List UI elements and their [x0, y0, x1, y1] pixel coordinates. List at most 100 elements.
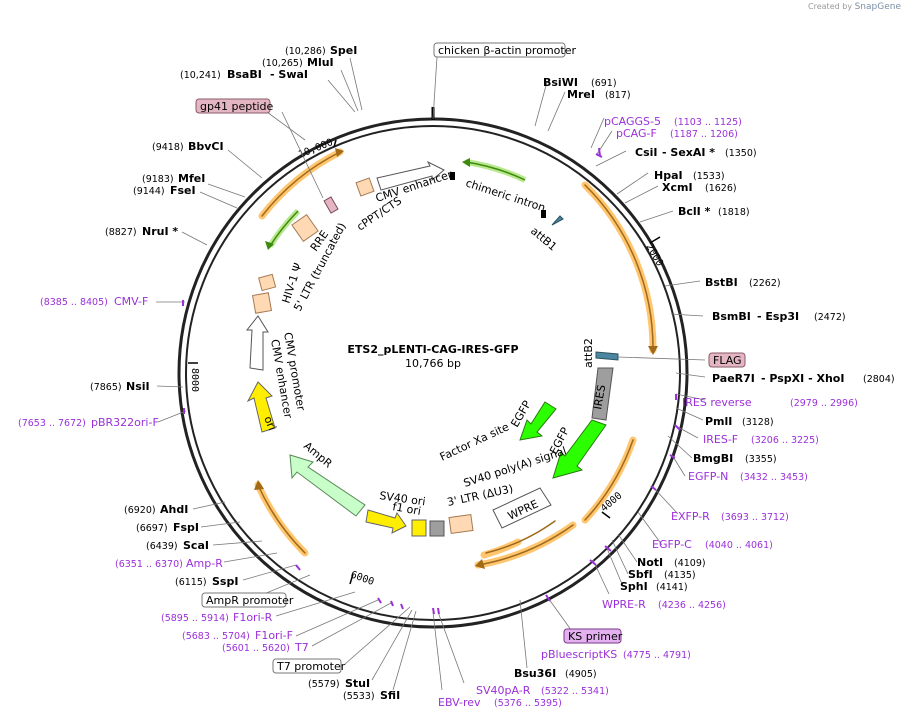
- enzyme-sexai: - SexAI *: [662, 146, 715, 159]
- enzyme-fsei: FseI: [170, 184, 196, 197]
- primer-pbr322-pos: (7653 .. 7672): [18, 418, 86, 429]
- enzyme-esp3i: - Esp3I: [757, 310, 799, 323]
- primer-pcagf-pos: (1187 .. 1206): [670, 129, 738, 140]
- primer-sv40par-pos: (5322 .. 5341): [541, 686, 609, 697]
- ampr-arrow: [289, 454, 366, 517]
- ltr5-box: [251, 292, 273, 314]
- primer-ires-reverse-pos: (2979 .. 2996): [790, 398, 858, 409]
- tick-label-8000: 8000: [189, 368, 200, 392]
- enzyme-hpai-pos: (1533): [693, 171, 725, 182]
- enzyme-xcmi: XcmI: [662, 181, 693, 194]
- cppt-box: [355, 177, 375, 197]
- svg-text:KS primer: KS primer: [568, 630, 623, 643]
- orange-arc-lowleft: [257, 484, 306, 554]
- enzyme-mrei: MreI: [567, 88, 595, 101]
- primer-ebvrev: EBV-rev: [438, 696, 481, 709]
- orange-arc-topleft-head: [335, 148, 344, 157]
- orange-arc-lowright: [584, 439, 634, 521]
- enzyme-mlui-pos: (10,265): [262, 58, 303, 69]
- enzyme-paer7i-pos: (2804): [863, 374, 895, 385]
- enzyme-sspi: SspI: [212, 575, 238, 588]
- enzyme-noti-pos: (4109): [674, 558, 706, 569]
- enzyme-bsmbi-pos: (2472): [814, 312, 846, 323]
- tick-8000: 8000: [188, 362, 200, 392]
- enzyme-bbvci: BbvCI: [188, 140, 224, 153]
- primer-egfpc: EGFP-C: [652, 538, 692, 551]
- gp41-marker: [323, 196, 339, 214]
- primer-f1orir-pos: (5895 .. 5914): [161, 613, 229, 624]
- enzyme-fspi-pos: (6697): [136, 523, 168, 534]
- tick-6000: 6000: [349, 569, 375, 588]
- t7-promoter-label: T7 promoter: [272, 658, 346, 674]
- orange-arc-inner: [485, 520, 556, 554]
- enzyme-bbvci-pos: (9418): [152, 142, 184, 153]
- primer-egfpn: EGFP-N: [688, 470, 728, 483]
- chicken-actin-label: chicken β-actin promoter: [433, 42, 576, 58]
- primer-t7-pos: (5601 .. 5620): [222, 643, 290, 654]
- enzyme-labels-right: BsiWI (691) MreI (817) CsiI - SexAI * (1…: [514, 76, 895, 680]
- primer-pbr322: pBR322ori-F: [91, 416, 159, 429]
- orange-arc-right: [584, 184, 654, 351]
- primer-pbluescriptks: pBluescriptKS: [541, 648, 617, 661]
- enzyme-bmgbi: BmgBI: [693, 452, 733, 465]
- chimeric-intron-label: chimeric intron: [464, 176, 547, 214]
- primer-egfpn-pos: (3432 .. 3453): [740, 472, 808, 483]
- enzyme-nrui-pos: (8827): [105, 227, 137, 238]
- enzyme-bcli: BclI *: [678, 205, 711, 218]
- watermark-prefix: Created by: [808, 2, 853, 11]
- enzyme-sspi-pos: (6115): [175, 577, 207, 588]
- plasmid-name: ETS2_pLENTI-CAG-IRES-GFP: [347, 343, 518, 356]
- sv40-polya-label: SV40 poly(A) signal: [462, 444, 568, 490]
- enzyme-bsiwi-pos: (691): [591, 78, 617, 89]
- enzyme-xcmi-pos: (1626): [705, 183, 737, 194]
- watermark-brand: SnapGene: [854, 2, 901, 12]
- enzyme-mfei: MfeI: [178, 172, 205, 185]
- enzyme-scai: ScaI: [183, 539, 209, 552]
- ori-label: ori: [261, 414, 278, 432]
- primer-t7: T7: [294, 641, 309, 654]
- orange-arc-bottom-head: [475, 559, 485, 569]
- enzyme-stui: StuI: [345, 677, 370, 690]
- primer-ampr-pos: (6351 .. 6370): [115, 559, 183, 570]
- enzyme-sphi: SphI: [620, 580, 648, 593]
- enzyme-fsei-pos: (9144): [133, 186, 165, 197]
- flag-label: FLAG: [708, 352, 746, 368]
- tick-label-6000: 6000: [349, 569, 375, 588]
- cmv-left-arrow: [245, 315, 269, 371]
- primer-egfpc-pos: (4040 .. 4061): [705, 540, 773, 551]
- primer-pcaggs5-pos: (1103 .. 1125): [674, 117, 742, 128]
- wpre-box: [492, 487, 552, 529]
- enzyme-pmli-pos: (3128): [742, 417, 774, 428]
- primer-f1orir: F1ori-R: [233, 611, 273, 624]
- primer-iresf-pos: (3206 .. 3225): [751, 435, 819, 446]
- sv40-ori-label: SV40 ori: [379, 489, 427, 508]
- primer-sv40par: SV40pA-R: [476, 684, 531, 697]
- primer-iresf: IRES-F: [703, 433, 738, 446]
- enzyme-fspi: FspI: [173, 521, 199, 534]
- enzyme-csii-pos: (1350): [725, 148, 757, 159]
- attb1-label: attB1: [528, 224, 559, 253]
- enzyme-nsii-pos: (7865): [90, 382, 122, 393]
- factor-xa-label: Factor Xa site: [438, 420, 512, 463]
- green-arcs: [265, 158, 527, 250]
- enzyme-paer7i: PaeR7I: [712, 372, 755, 385]
- svg-text:gp41 peptide: gp41 peptide: [200, 100, 274, 113]
- enzyme-bsu36i: Bsu36I: [514, 667, 556, 680]
- ori-arrow: [246, 381, 276, 433]
- enzyme-stui-pos: (5579): [308, 679, 340, 690]
- svg-text:AmpR promoter: AmpR promoter: [206, 594, 294, 607]
- primer-ampr: Amp-R: [186, 557, 223, 570]
- orange-arc-bottom: [477, 524, 574, 566]
- ires-label: IRES: [591, 384, 608, 411]
- ltr3-box: [448, 513, 474, 535]
- primer-ticks: [182, 147, 681, 615]
- ks-primer-label: KS primer: [563, 628, 623, 644]
- svg-text:chicken β-actin promoter: chicken β-actin promoter: [438, 44, 576, 57]
- enzyme-bcli-pos: (1818): [718, 207, 750, 218]
- enzyme-bsabi-pos: (10,241): [180, 70, 221, 81]
- enzyme-labels-left: (10,286) SpeI (10,265) MluI (10,241) Bsa…: [90, 44, 400, 702]
- sv40-polya-box: [429, 520, 445, 537]
- enzyme-ahdi-pos: (6920): [124, 505, 156, 516]
- enzyme-bsabi: BsaBI: [227, 68, 262, 81]
